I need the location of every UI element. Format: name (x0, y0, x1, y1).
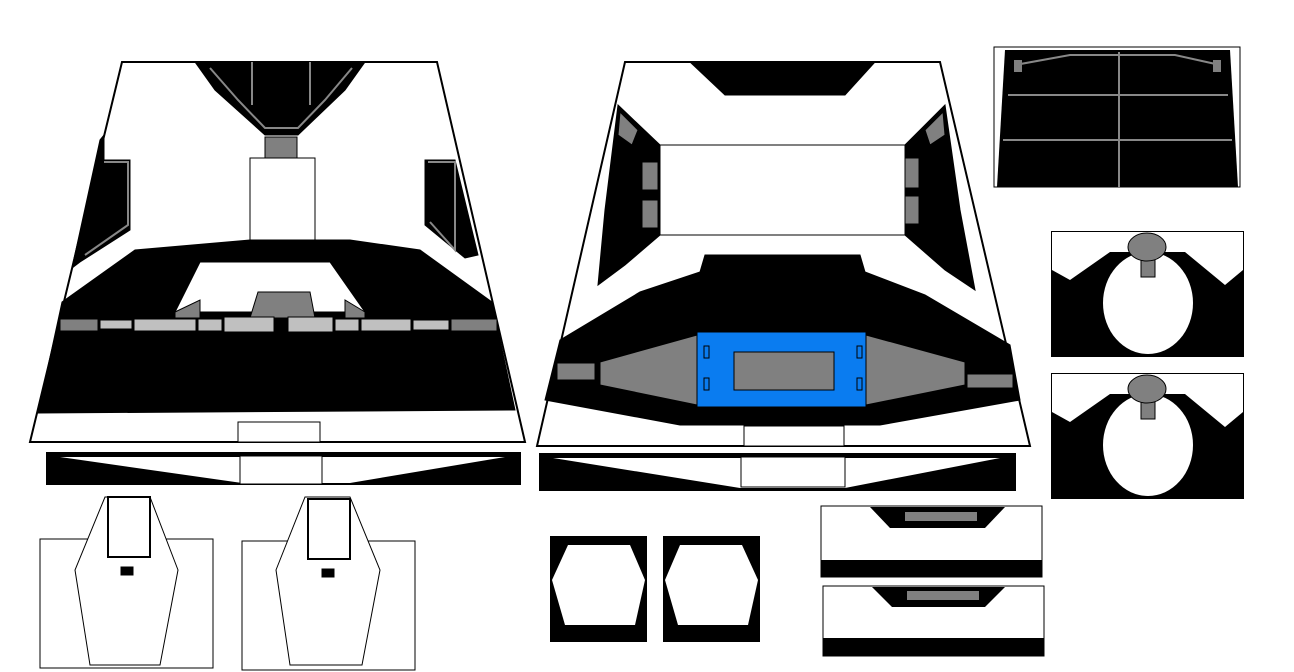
knob-panel-1 (1051, 231, 1244, 357)
top-visor-shape (194, 61, 366, 136)
knob-panel-2 (1051, 373, 1244, 499)
collar-piece-1 (39, 496, 214, 669)
front-panel-left (28, 61, 527, 443)
right-side-panel (424, 159, 479, 259)
belt-piece-1 (820, 505, 1043, 578)
front-strip-left (46, 452, 521, 485)
lower-black-band (37, 239, 516, 414)
belt-piece-2 (822, 585, 1045, 657)
side-piece-1 (550, 536, 647, 642)
front-strip-middle (539, 453, 1016, 491)
side-piece-2 (663, 536, 760, 642)
grid-panel (993, 46, 1241, 188)
gray-block (264, 136, 298, 159)
collar-piece-2 (241, 496, 416, 671)
gray-bar-row (59, 316, 498, 333)
front-panel-middle (535, 61, 1032, 447)
